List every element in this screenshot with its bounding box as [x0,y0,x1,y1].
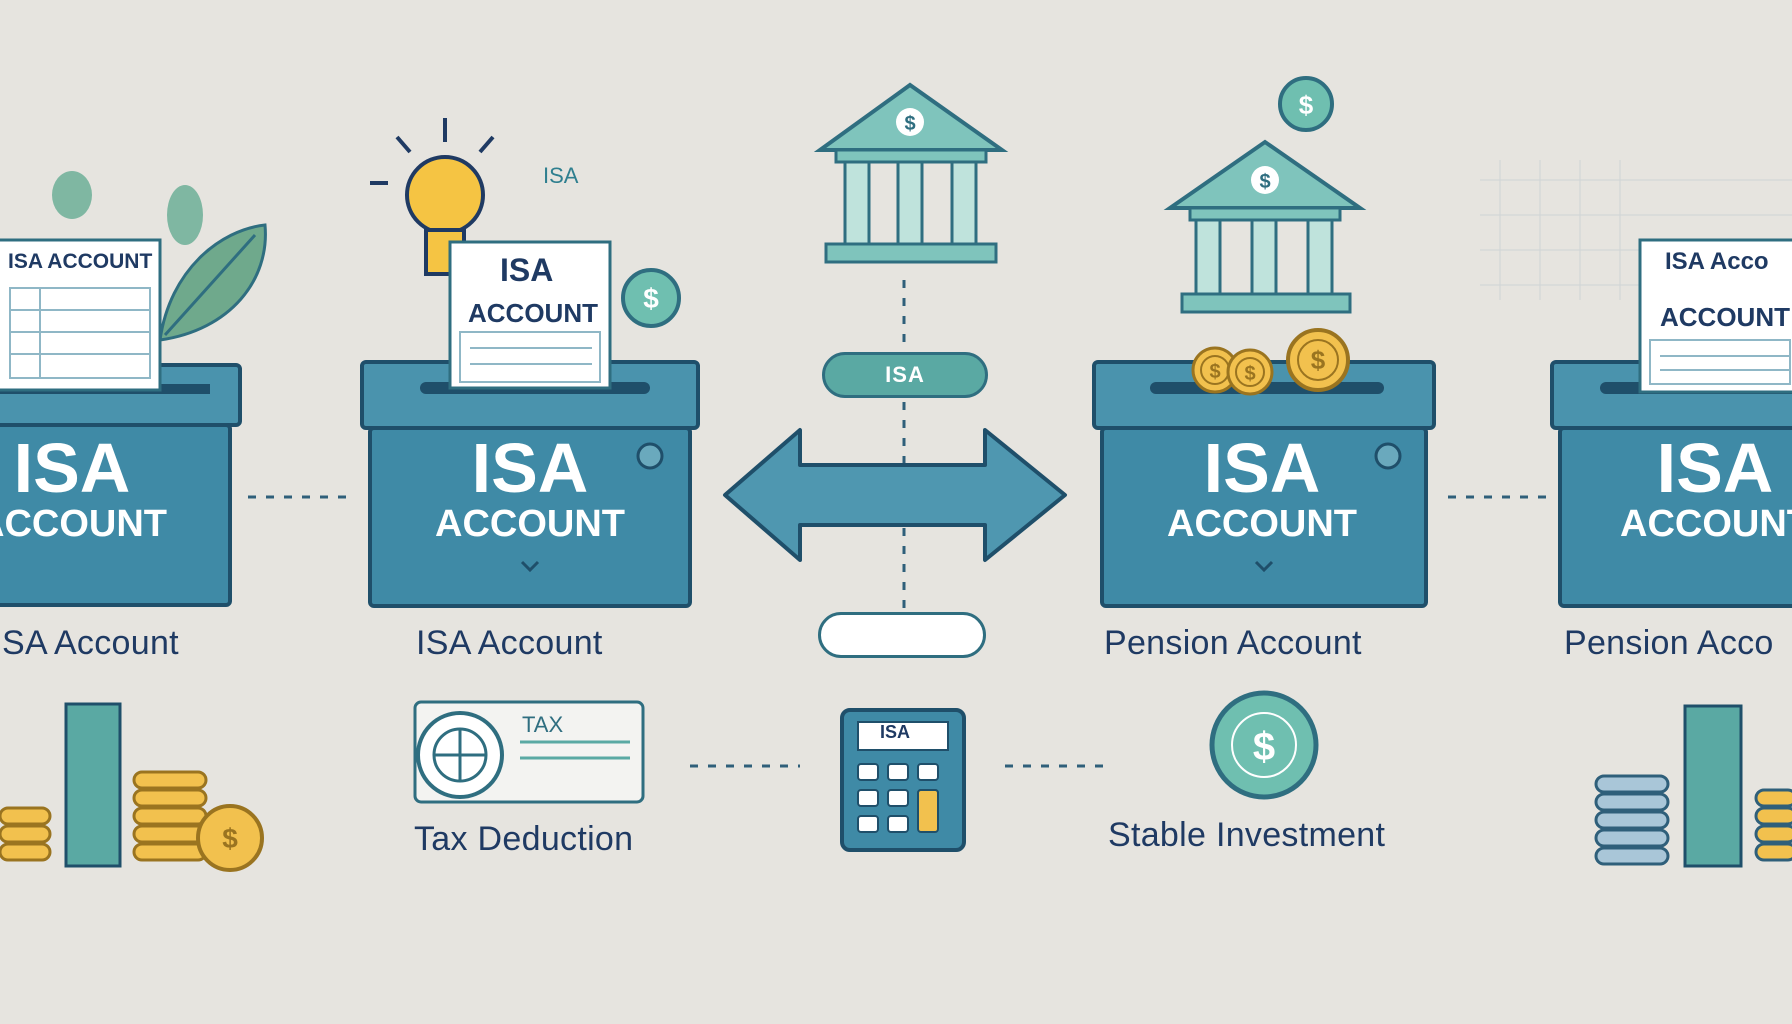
connector-dots [248,280,1548,768]
double-arrow-icon [723,428,1067,562]
box-title-3: ISA ACCOUNT [1167,432,1357,544]
svg-text:$: $ [643,283,659,314]
tax-card-label: TAX [522,712,564,737]
box-title-big: ISA [1203,429,1321,507]
caption-isa-account-1: SA Account [2,624,179,662]
svg-text:$: $ [1259,171,1270,193]
leaf-icon [52,171,267,342]
tax-deduction-label: Tax Deduction [414,820,634,858]
svg-text:$: $ [1299,90,1314,120]
calculator-display: ISA [880,722,911,742]
caption-pension-account: Pension Account [1104,624,1362,662]
svg-text:$: $ [1311,345,1326,375]
caption-isa-account-2: ISA Account [416,624,603,662]
document-label-left: ISA ACCOUNT [8,250,153,273]
calculator-icon [840,708,966,852]
document-label-right-1: ISA Acco [1665,248,1769,275]
bank-icon: $ [813,82,1009,264]
box-title-big: ISA [13,429,131,507]
box-title-small: ACCOUNT [435,503,625,545]
bar-chart-icon [64,702,122,868]
document-label-right-2: ACCOUNT [1660,302,1790,332]
document-icon [448,240,612,390]
lightbulb-icon [370,118,495,276]
document-label-center-1: ISA [500,252,554,288]
svg-text:$: $ [1253,725,1275,769]
box-title-big: ISA [1656,429,1774,507]
empty-pill [818,612,986,658]
caption-pension-account-partial: Pension Acco [1564,624,1774,662]
box-title-big: ISA [471,429,589,507]
dollar-coin-icon: $ [1278,76,1334,132]
box-title-1: ISA ACCOUNT [0,432,167,544]
document-label-center-2: ACCOUNT [468,298,598,328]
pension-box [1092,360,1436,608]
coin-stack-icon [1594,774,1792,866]
bank-icon: $ [1163,139,1367,314]
stable-investment-label: Stable Investment [1108,816,1386,854]
isa-sign: ISA [822,352,988,398]
document-icon [0,238,162,392]
svg-text:$: $ [222,823,238,854]
box-title-small: ACCOUNT [0,503,167,545]
box-title-2: ISA ACCOUNT [435,432,625,544]
box-title-4: ISA ACCOUNT [1620,432,1792,544]
tax-card-icon [413,700,645,804]
dollar-coin-icon: $ [1209,690,1319,800]
document-icon [1638,238,1792,394]
floating-isa-tag: ISA [543,163,579,188]
bar-chart-icon [1683,704,1743,868]
dollar-coin-icon: $ [621,268,681,328]
box-title-small: ACCOUNT [1620,503,1792,545]
dollar-coin-icon: $ [1191,328,1350,396]
dollar-coin-icon: $ [196,804,264,872]
coin-stack-icon [0,770,208,862]
svg-text:$: $ [904,113,915,135]
box-title-small: ACCOUNT [1167,503,1357,545]
